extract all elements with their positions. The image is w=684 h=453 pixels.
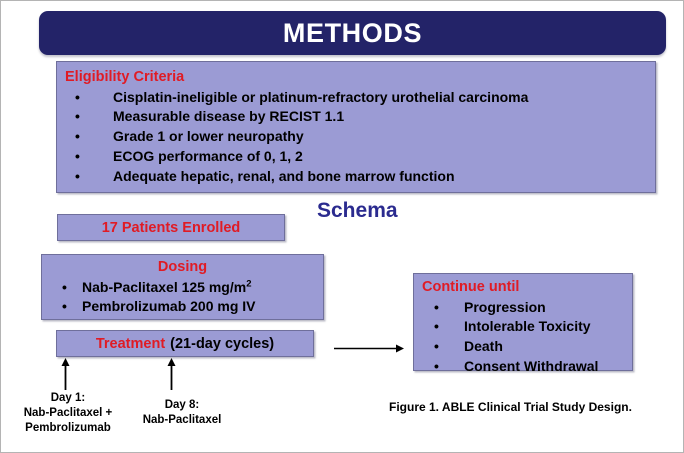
dosing-panel: Dosing • Nab-Paclitaxel 125 mg/m2 • Pemb… xyxy=(41,254,324,320)
page-title: METHODS xyxy=(282,17,423,48)
list-item-label: Cisplatin-ineligible or platinum-refract… xyxy=(113,88,529,105)
eligibility-bullet-list: • Cisplatin-ineligible or platinum-refra… xyxy=(65,88,655,187)
bullet-icon: • xyxy=(75,168,80,185)
continue-until-heading: Continue until xyxy=(422,279,520,295)
eligibility-heading: Eligibility Criteria xyxy=(65,69,185,85)
bullet-icon: • xyxy=(75,108,80,125)
list-item-label: Adequate hepatic, renal, and bone marrow… xyxy=(113,168,455,185)
eligibility-criteria-panel: Eligibility Criteria • Cisplatin-ineligi… xyxy=(56,61,656,193)
list-item: • Cisplatin-ineligible or platinum-refra… xyxy=(65,88,655,108)
bullet-icon: • xyxy=(62,278,67,295)
list-item: • Grade 1 or lower neuropathy xyxy=(65,127,655,147)
continue-until-panel: Continue until • Progression • Intolerab… xyxy=(413,273,633,374)
dosing-bullet-list: • Nab-Paclitaxel 125 mg/m2 • Pembrolizum… xyxy=(42,278,323,318)
list-item: • Consent Withdrawal xyxy=(422,357,632,377)
list-item-label: Progression xyxy=(464,298,546,315)
bullet-icon: • xyxy=(434,298,439,315)
list-item-label: Intolerable Toxicity xyxy=(464,318,591,335)
treatment-label: Treatment xyxy=(95,335,166,352)
arrow-right-icon xyxy=(334,344,404,353)
treatment-box: Treatment (21-day cycles) xyxy=(56,330,314,357)
dosing-heading: Dosing xyxy=(157,259,208,275)
list-item-label: Pembrolizumab 200 mg IV xyxy=(82,298,256,315)
schema-heading: Schema xyxy=(317,199,398,222)
day1-caption: Day 1:Nab-Paclitaxel +Pembrolizumab xyxy=(23,392,113,434)
list-item: • Progression xyxy=(422,298,632,318)
list-item: • Intolerable Toxicity xyxy=(422,317,632,337)
treatment-cycle-label: (21-day cycles) xyxy=(170,335,275,352)
arrow-up-icon-day8 xyxy=(167,358,176,390)
dose-superscript: 2 xyxy=(246,277,252,289)
bullet-icon: • xyxy=(62,298,67,315)
list-item-label: Measurable disease by RECIST 1.1 xyxy=(113,108,345,125)
list-item-label: Grade 1 or lower neuropathy xyxy=(113,128,304,145)
bullet-icon: • xyxy=(75,88,80,105)
figure-caption: Figure 1. ABLE Clinical Trial Study Desi… xyxy=(389,400,632,414)
patients-enrolled-box: 17 Patients Enrolled xyxy=(57,214,285,241)
patients-enrolled-label: 17 Patients Enrolled xyxy=(101,219,241,236)
list-item: • Pembrolizumab 200 mg IV xyxy=(42,297,323,317)
day8-caption: Day 8:Nab-Paclitaxel xyxy=(142,399,222,426)
list-item-label: Nab-Paclitaxel 125 mg/m xyxy=(82,278,247,295)
slide-title-banner: METHODS xyxy=(39,11,666,55)
list-item-label: ECOG performance of 0, 1, 2 xyxy=(113,148,303,165)
list-item: • ECOG performance of 0, 1, 2 xyxy=(65,147,655,167)
bullet-icon: • xyxy=(434,338,439,355)
list-item: • Adequate hepatic, renal, and bone marr… xyxy=(65,167,655,187)
bullet-icon: • xyxy=(434,318,439,335)
bullet-icon: • xyxy=(434,358,439,375)
list-item: • Measurable disease by RECIST 1.1 xyxy=(65,107,655,127)
list-item: • Death xyxy=(422,337,632,357)
bullet-icon: • xyxy=(75,148,80,165)
continue-until-bullet-list: • Progression • Intolerable Toxicity • D… xyxy=(422,298,632,378)
list-item: • Nab-Paclitaxel 125 mg/m2 xyxy=(42,278,323,298)
arrow-up-icon-day1 xyxy=(61,358,70,390)
list-item-label: Consent Withdrawal xyxy=(464,358,599,375)
list-item-label: Death xyxy=(464,338,503,355)
bullet-icon: • xyxy=(75,128,80,145)
